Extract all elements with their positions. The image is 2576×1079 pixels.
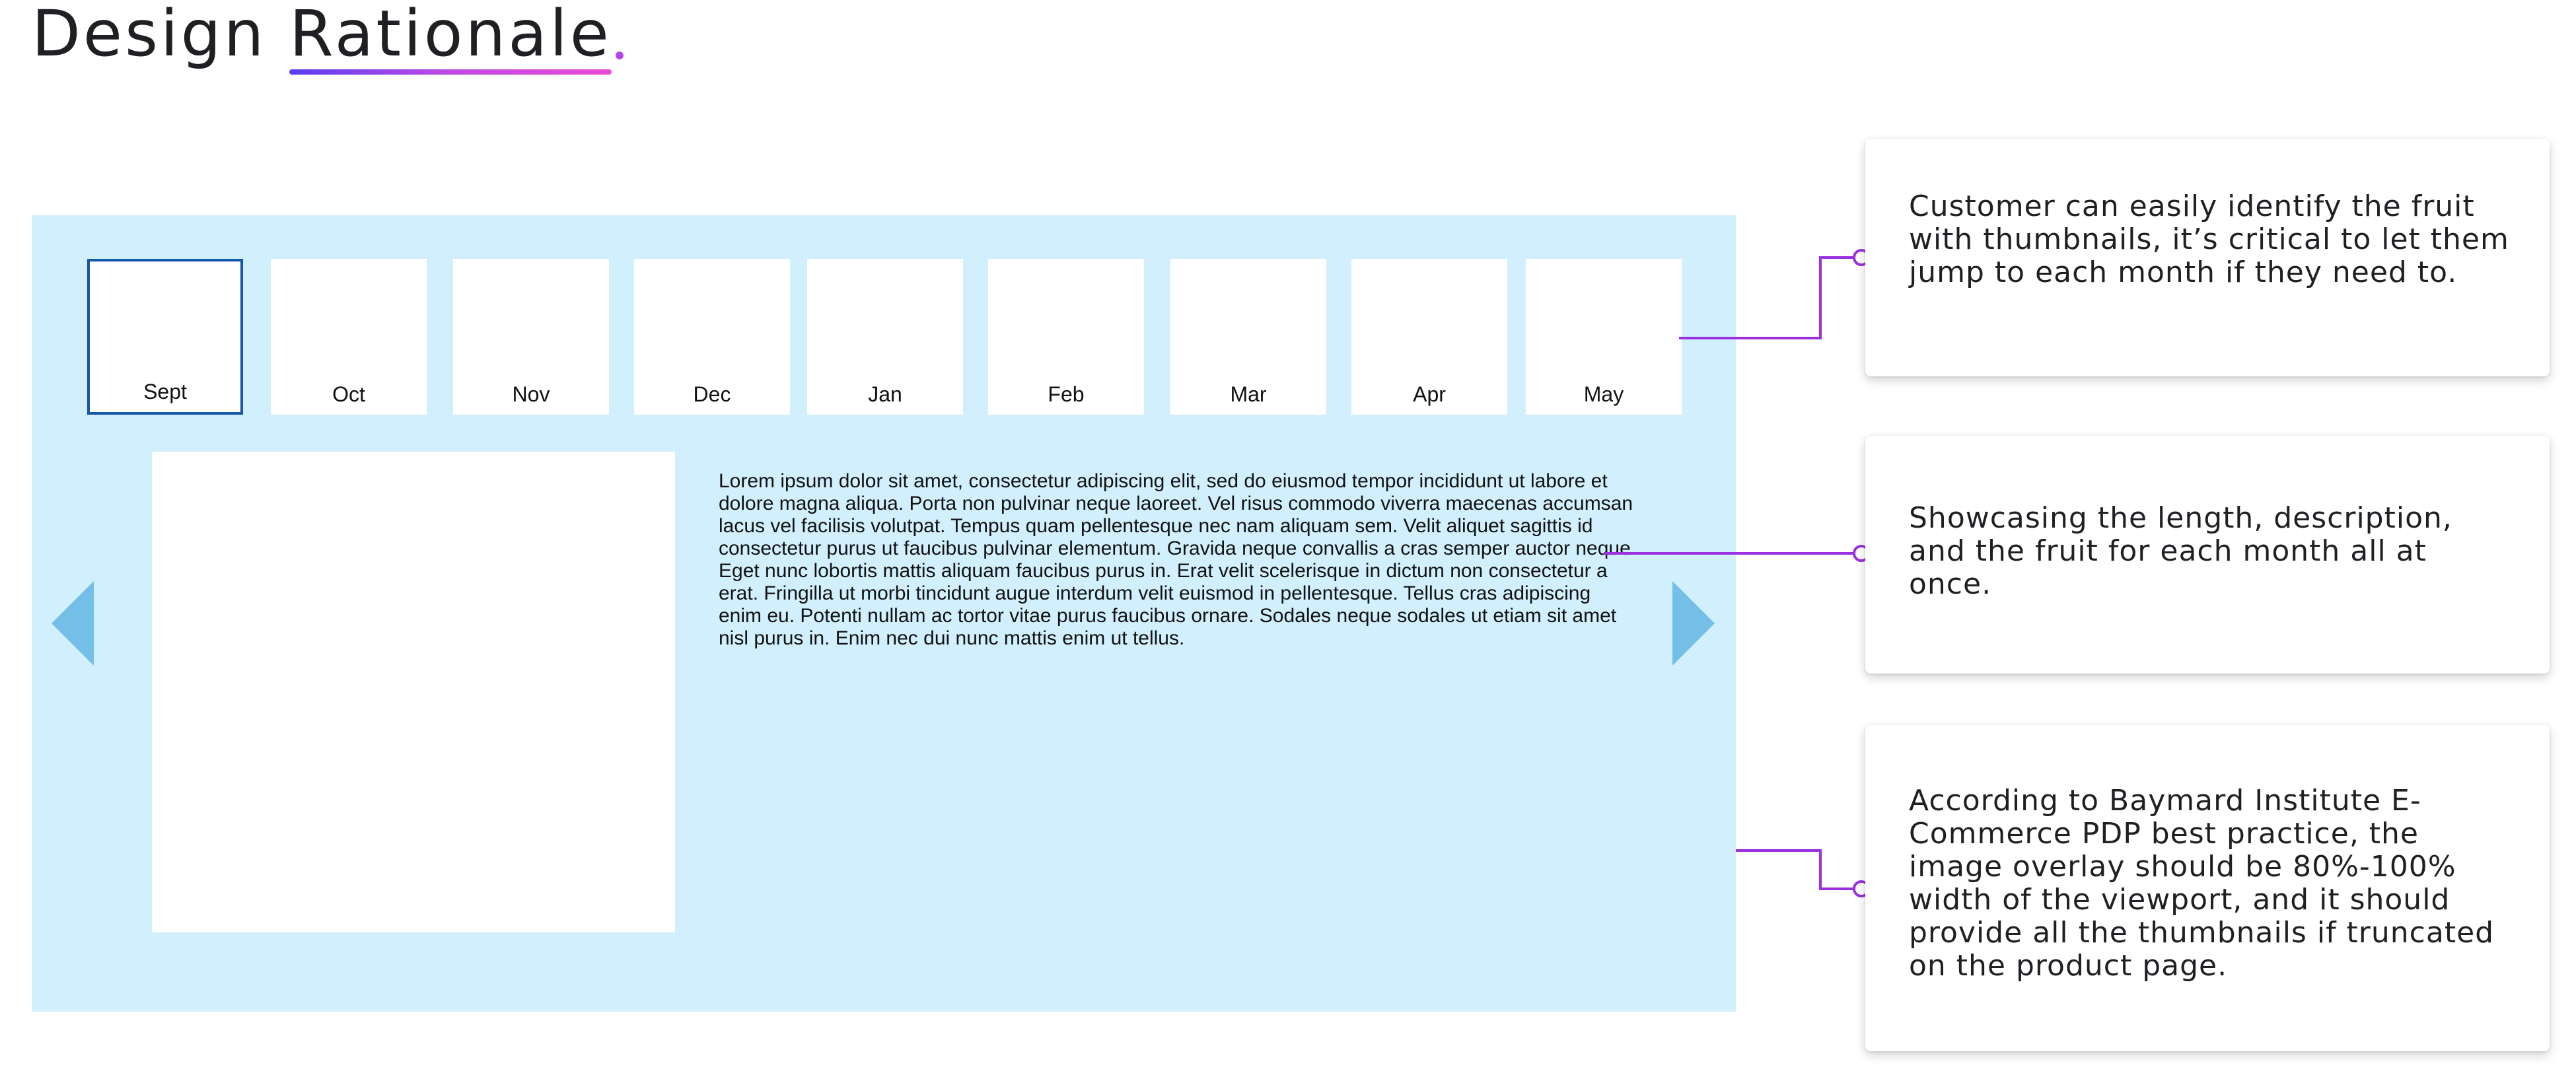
thumbnail-apr[interactable]: Apr xyxy=(1351,259,1507,415)
annotation-card-baymard: According to Baymard Institute E-Commerc… xyxy=(1865,725,2550,1051)
product-image-placeholder xyxy=(152,452,675,932)
thumbnail-nov[interactable]: Nov xyxy=(453,259,609,415)
thumbnail-dec[interactable]: Dec xyxy=(634,259,790,415)
triangle-right-icon[interactable] xyxy=(1672,581,1715,666)
thumbnail-jan[interactable]: Jan xyxy=(807,259,963,415)
annotation-text: According to Baymard Institute E-Commerc… xyxy=(1909,784,2495,983)
annotation-card-thumbnails: Customer can easily identify the fruit w… xyxy=(1865,139,2550,376)
thumbnail-label: Feb xyxy=(1048,382,1085,406)
thumbnail-label: Nov xyxy=(512,382,550,406)
thumbnail-label: May xyxy=(1583,382,1624,406)
thumbnail-oct[interactable]: Oct xyxy=(271,259,427,415)
thumbnail-label: Dec xyxy=(693,382,731,406)
annotation-text: Showcasing the length, description, and … xyxy=(1909,501,2452,601)
thumbnail-label: Jan xyxy=(868,382,902,406)
thumbnail-label: Apr xyxy=(1413,382,1446,406)
title-first-word: Design xyxy=(32,0,267,71)
thumbnail-may[interactable]: May xyxy=(1526,259,1682,415)
title-dot xyxy=(615,52,624,59)
title-second-word: Rationale xyxy=(289,0,612,71)
thumbnail-label: Oct xyxy=(332,382,365,406)
thumbnail-mar[interactable]: Mar xyxy=(1170,259,1326,415)
title-underline xyxy=(289,69,612,75)
product-overlay-mockup: Sept Oct Nov Dec Jan Feb Mar Apr May Lor… xyxy=(32,215,1736,1012)
thumbnail-feb[interactable]: Feb xyxy=(988,259,1144,415)
page-title: Design Rationale xyxy=(32,0,624,75)
connector-line-3 xyxy=(1736,849,1861,890)
month-description: Lorem ipsum dolor sit amet, consectetur … xyxy=(719,470,1637,649)
annotation-card-showcase: Showcasing the length, description, and … xyxy=(1865,436,2550,674)
annotation-text: Customer can easily identify the fruit w… xyxy=(1909,190,2509,289)
triangle-left-icon[interactable] xyxy=(52,581,94,666)
thumbnail-label: Mar xyxy=(1230,382,1267,406)
thumbnail-label: Sept xyxy=(143,380,187,403)
title-second-word-wrap: Rationale xyxy=(289,0,612,75)
thumbnail-sept[interactable]: Sept xyxy=(87,259,243,415)
